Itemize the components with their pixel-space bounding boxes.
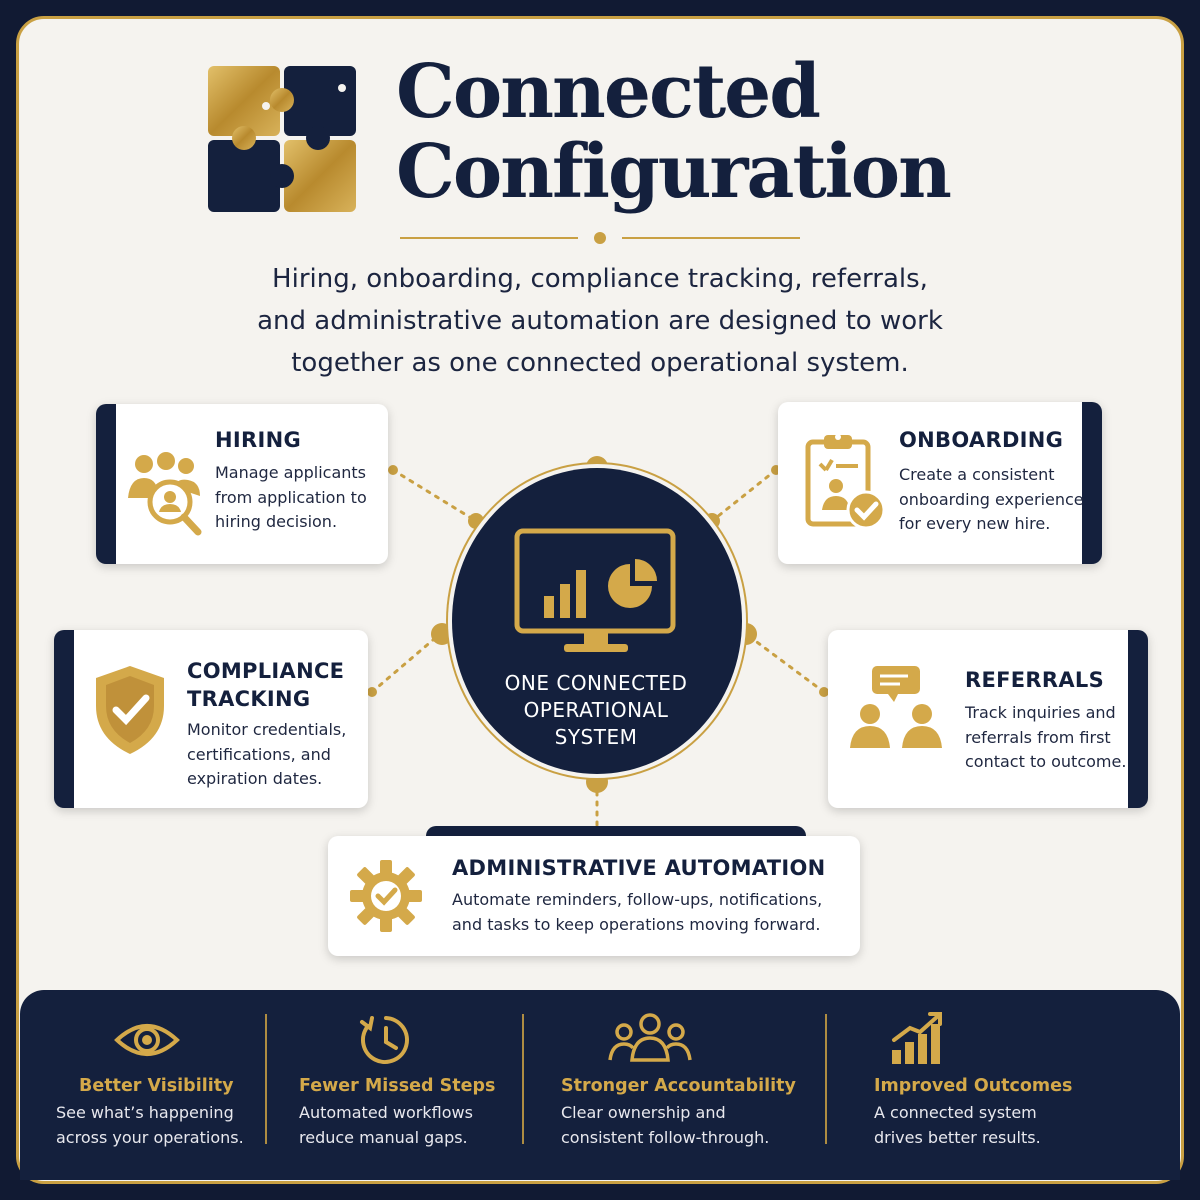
puzzle-logo-icon (208, 66, 356, 212)
benefit-title-accountability: Stronger Accountability (561, 1076, 796, 1096)
hiring-desc-line-2: from application to (215, 487, 367, 507)
benefit-separator (265, 1014, 267, 1144)
eye-icon (114, 1024, 180, 1056)
benefit-desc-line-2: consistent follow-through. (561, 1128, 770, 1147)
benefit-separator (825, 1014, 827, 1144)
benefit-title-visibility: Better Visibility (79, 1076, 234, 1096)
team-icon (608, 1013, 692, 1062)
automation-desc-line-1: Automate reminders, follow-ups, notifica… (452, 890, 823, 909)
title-line-2: Configuration (396, 129, 952, 215)
compliance-card: COMPLIANCE TRACKING Monitor credentials,… (54, 630, 368, 808)
central-hub (452, 468, 742, 774)
hub-label-line-2: OPERATIONAL (523, 698, 669, 722)
card-accent (1128, 630, 1148, 808)
title-line-1: Connected (396, 49, 821, 135)
card-accent (1082, 402, 1102, 564)
referrals-card: REFERRALS Track inquiries and referrals … (828, 630, 1148, 808)
benefit-desc-line-2: drives better results. (874, 1128, 1041, 1147)
hub-label-line-1: ONE CONNECTED (504, 671, 688, 695)
compliance-title-line-2: TRACKING (187, 687, 311, 711)
referrals-desc-line-2: referrals from first (965, 727, 1111, 747)
hiring-desc-line-3: hiring decision. (215, 512, 338, 531)
automation-title: ADMINISTRATIVE AUTOMATION (452, 856, 826, 880)
hiring-card: HIRING Manage applicants from applicatio… (96, 404, 388, 564)
referral-people-icon (850, 666, 942, 748)
applicant-search-icon (128, 452, 202, 536)
title-divider (400, 232, 800, 244)
hiring-description: Manage applicants from application to hi… (215, 461, 385, 535)
subtitle-line-2: and administrative automation are design… (257, 306, 943, 336)
benefit-title-outcomes: Improved Outcomes (874, 1076, 1073, 1096)
card-accent (96, 404, 116, 564)
growth-chart-icon (892, 1012, 942, 1064)
benefit-desc-line-1: A connected system (874, 1103, 1037, 1122)
compliance-desc-line-1: Monitor credentials, (187, 720, 347, 739)
referrals-desc-line-3: contact to outcome. (965, 752, 1127, 771)
benefit-title-missed-steps: Fewer Missed Steps (299, 1076, 496, 1096)
hub-label: ONE CONNECTED OPERATIONAL SYSTEM (476, 670, 716, 751)
benefit-separator (522, 1014, 524, 1144)
benefit-desc-accountability: Clear ownership and consistent follow-th… (561, 1100, 811, 1150)
subtitle-line-1: Hiring, onboarding, compliance tracking,… (272, 264, 928, 294)
benefit-desc-line-1: Automated workflows (299, 1103, 473, 1122)
onboarding-card: ONBOARDING Create a consistent onboardin… (778, 402, 1102, 564)
hiring-desc-line-1: Manage applicants (215, 463, 366, 482)
referrals-description: Track inquiries and referrals from first… (965, 701, 1135, 775)
referrals-title: REFERRALS (965, 668, 1105, 692)
benefits-band (20, 990, 1180, 1180)
subtitle: Hiring, onboarding, compliance tracking,… (200, 258, 1000, 384)
benefit-desc-outcomes: A connected system drives better results… (874, 1100, 1094, 1150)
benefit-desc-line-2: reduce manual gaps. (299, 1128, 468, 1147)
compliance-desc-line-3: expiration dates. (187, 769, 323, 788)
benefit-desc-visibility: See what’s happening across your operati… (56, 1100, 256, 1150)
shield-check-icon (96, 666, 164, 754)
gear-check-icon (350, 860, 422, 932)
page-title: Connected Configuration (396, 52, 1016, 212)
clock-refresh-icon (360, 1016, 409, 1064)
clipboard-check-icon (805, 434, 886, 530)
benefit-desc-line-1: See what’s happening (56, 1103, 234, 1122)
monitor-chart-icon (514, 528, 676, 652)
benefit-desc-line-1: Clear ownership and (561, 1103, 726, 1122)
compliance-description: Monitor credentials, certifications, and… (187, 718, 363, 792)
benefit-desc-line-2: across your operations. (56, 1128, 244, 1147)
hub-label-line-3: SYSTEM (554, 725, 638, 749)
onboarding-desc-line-1: Create a consistent (899, 465, 1055, 484)
automation-desc-line-2: and tasks to keep operations moving forw… (452, 914, 821, 934)
automation-card: ADMINISTRATIVE AUTOMATION Automate remin… (328, 836, 860, 956)
onboarding-description: Create a consistent onboarding experienc… (899, 463, 1089, 537)
subtitle-line-3: together as one connected operational sy… (291, 348, 909, 378)
onboarding-desc-line-3: for every new hire. (899, 514, 1051, 533)
compliance-title: COMPLIANCE TRACKING (187, 657, 357, 713)
compliance-desc-line-2: certifications, and (187, 744, 331, 764)
card-accent (54, 630, 74, 808)
referrals-desc-line-1: Track inquiries and (965, 703, 1116, 722)
hiring-title: HIRING (215, 428, 301, 452)
automation-description: Automate reminders, follow-ups, notifica… (452, 888, 852, 937)
benefit-desc-missed-steps: Automated workflows reduce manual gaps. (299, 1100, 509, 1150)
onboarding-title: ONBOARDING (899, 428, 1064, 452)
compliance-title-line-1: COMPLIANCE (187, 659, 345, 683)
onboarding-desc-line-2: onboarding experience (899, 489, 1084, 509)
